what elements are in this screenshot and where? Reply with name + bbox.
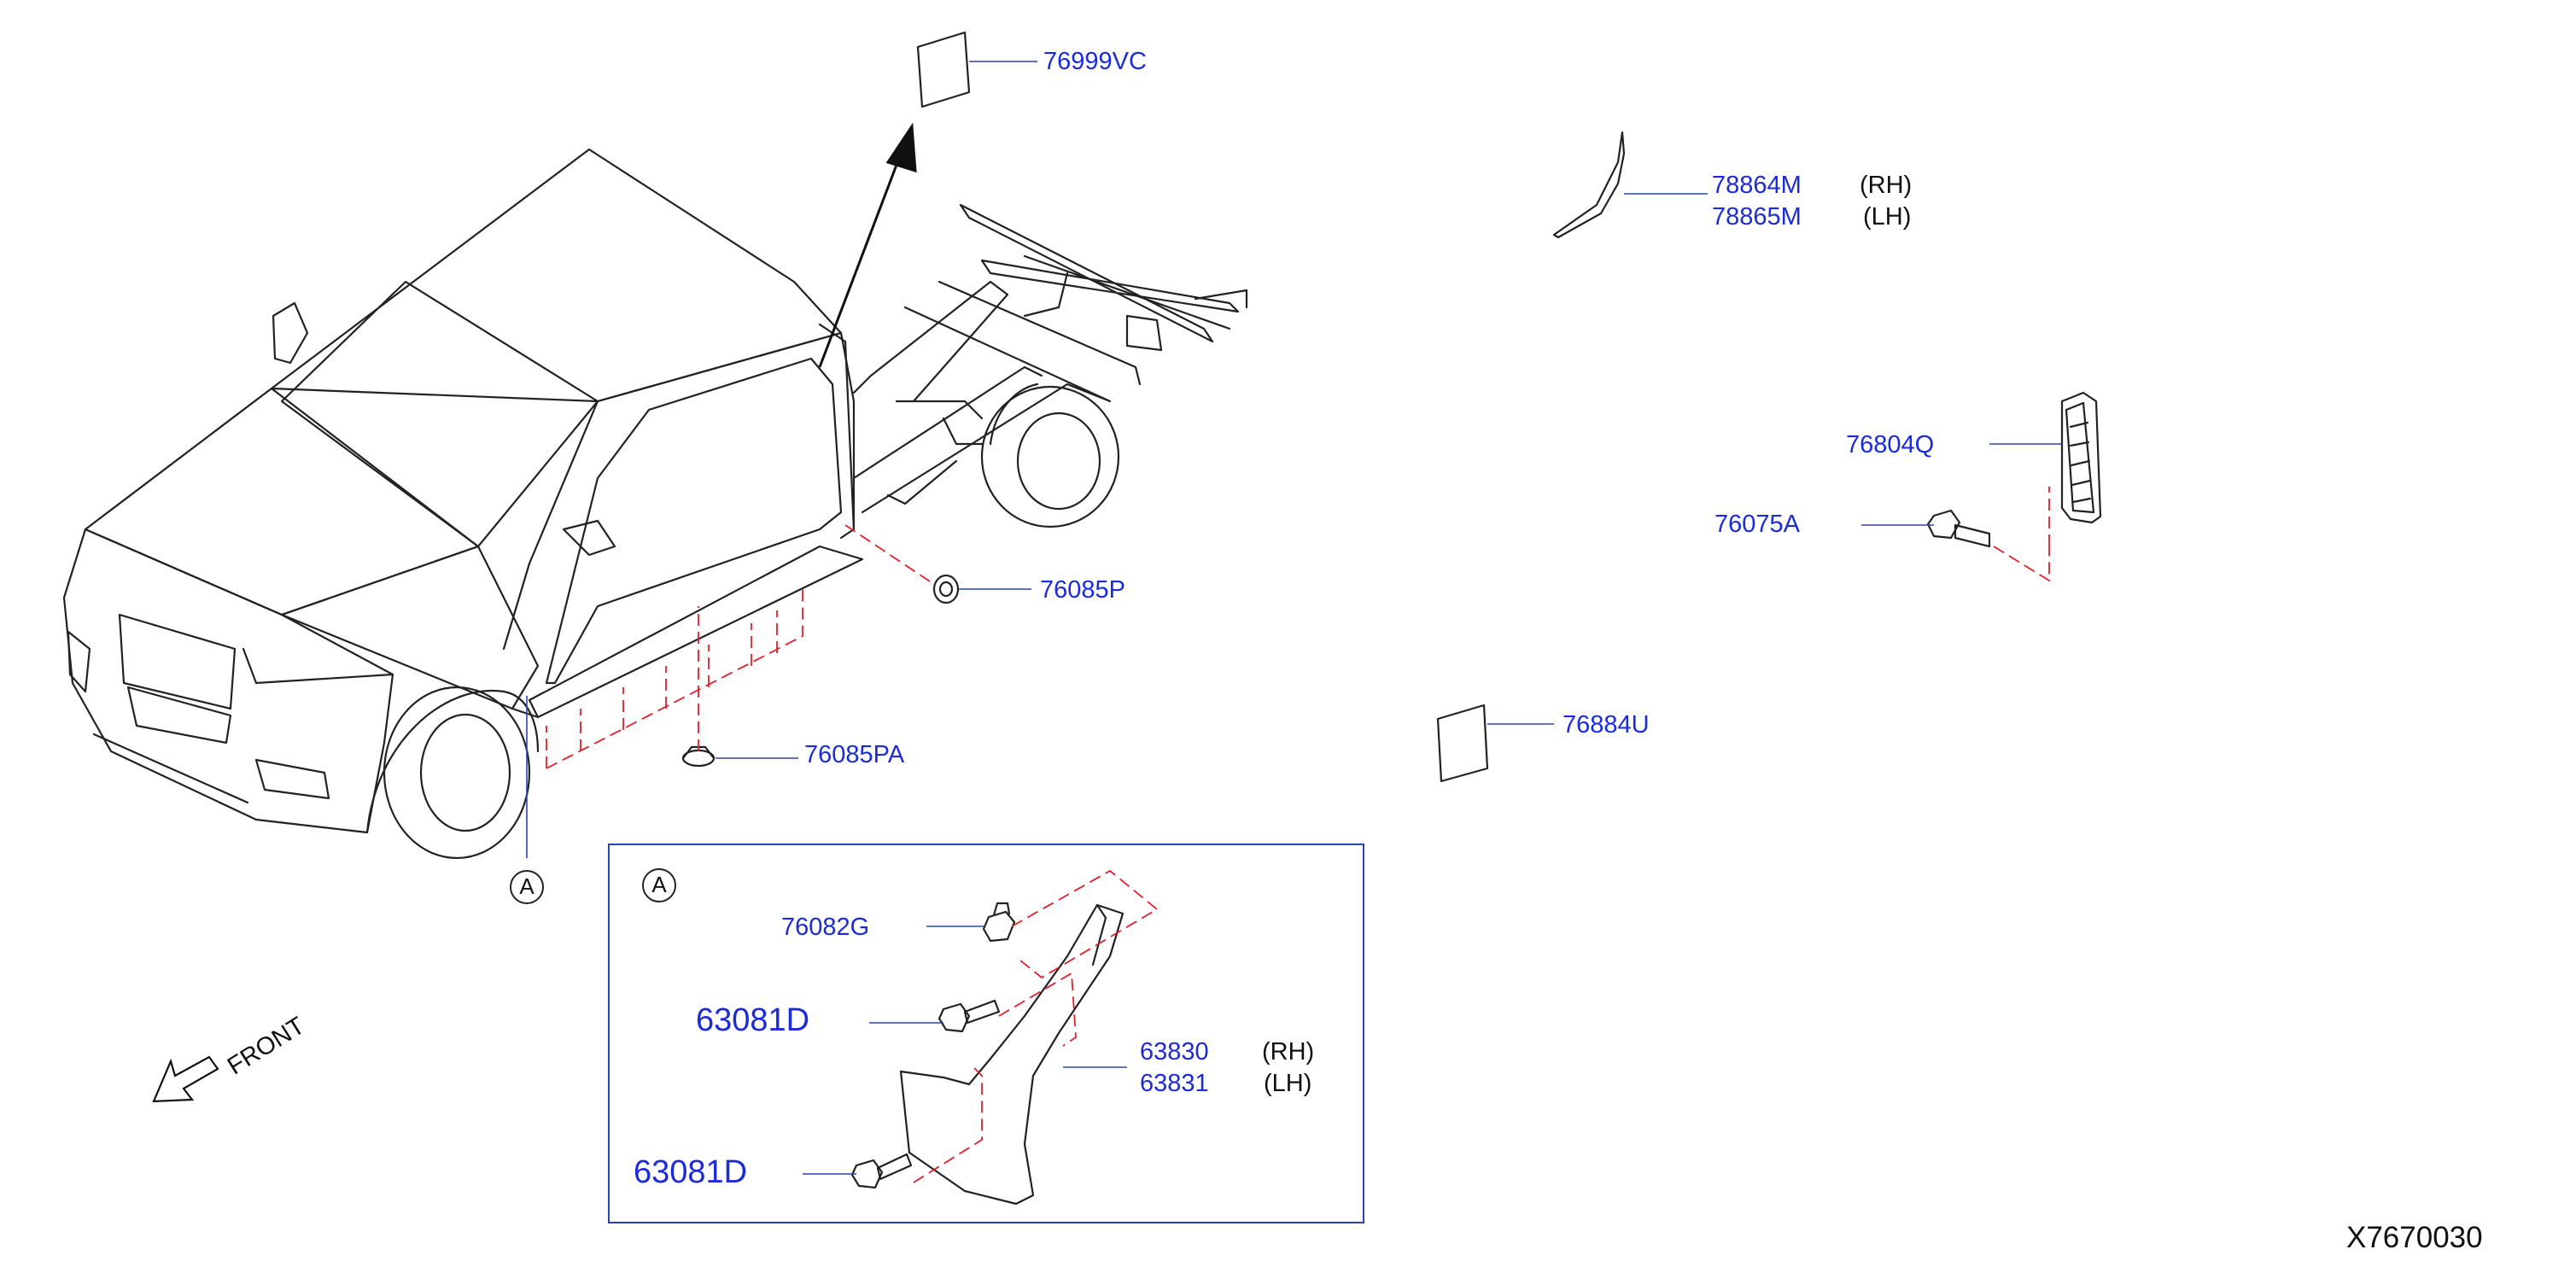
mudguard-63830-shape [899, 903, 1124, 1206]
part-label-76075A[interactable]: 76075A [1714, 511, 1800, 538]
part-side-78865M: (LH) [1863, 203, 1912, 231]
pad-76884U-shape [1436, 704, 1489, 783]
part-side-78864M: (RH) [1860, 172, 1913, 199]
clip-76082G-shape [982, 902, 1016, 943]
part-label-63081D-bottom[interactable]: 63081D [634, 1154, 748, 1190]
part-label-78865M[interactable]: 78865M [1712, 203, 1802, 231]
bracket-76804Q-shape [2060, 391, 2102, 524]
part-label-76085P[interactable]: 76085P [1040, 576, 1125, 604]
part-label-63830[interactable]: 63830 [1140, 1038, 1209, 1066]
part-label-76999VC[interactable]: 76999VC [1043, 48, 1147, 75]
bolt-63081D-bottom-shape [850, 1153, 913, 1189]
front-arrow-icon [152, 1055, 219, 1103]
pad-76999VC-shape [916, 31, 971, 108]
bolt-63081D-top-shape [938, 999, 1001, 1033]
part-label-78864M[interactable]: 78864M [1712, 172, 1802, 199]
clip-76085P-shape [932, 574, 960, 604]
part-side-63830: (RH) [1262, 1038, 1315, 1066]
bolt-76075A-shape [1926, 509, 1991, 548]
part-side-63831: (LH) [1264, 1070, 1312, 1097]
part-label-76082G[interactable]: 76082G [781, 914, 870, 941]
diagram-code: X7670030 [2346, 1221, 2483, 1254]
part-label-76804Q[interactable]: 76804Q [1846, 431, 1935, 458]
truck-illustration [62, 148, 1248, 860]
part-label-76884U[interactable]: 76884U [1563, 711, 1650, 739]
part-label-63081D-top[interactable]: 63081D [696, 1002, 810, 1038]
callout-a-main: A [510, 870, 544, 904]
part-label-76085PA[interactable]: 76085PA [804, 741, 905, 768]
callout-a-inset: A [642, 868, 676, 902]
inset-detail-box [608, 844, 1364, 1223]
moulding-78864M-shape [1552, 131, 1626, 239]
part-label-63831[interactable]: 63831 [1140, 1070, 1209, 1097]
